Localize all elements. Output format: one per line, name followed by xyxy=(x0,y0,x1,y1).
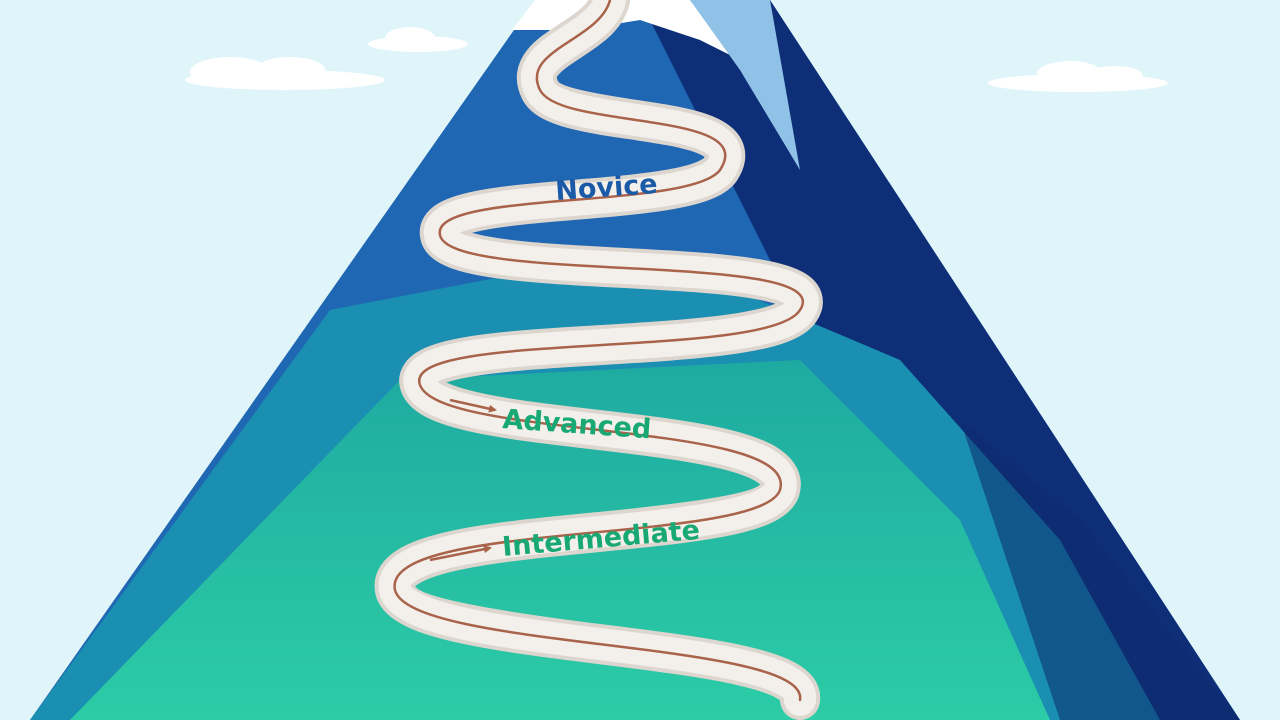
trail-arrow-advanced xyxy=(449,398,497,413)
snow-shade xyxy=(690,0,800,170)
label-novice: Novice xyxy=(554,169,658,207)
cloud-right xyxy=(988,61,1168,92)
trail-line xyxy=(393,0,805,702)
trail-arrow-intermediate xyxy=(429,545,492,562)
snow-cap xyxy=(512,0,740,60)
mountain-shadow-right xyxy=(960,420,1240,720)
cloud-small xyxy=(368,27,468,52)
winding-road xyxy=(374,0,823,720)
cloud-left xyxy=(185,57,385,90)
